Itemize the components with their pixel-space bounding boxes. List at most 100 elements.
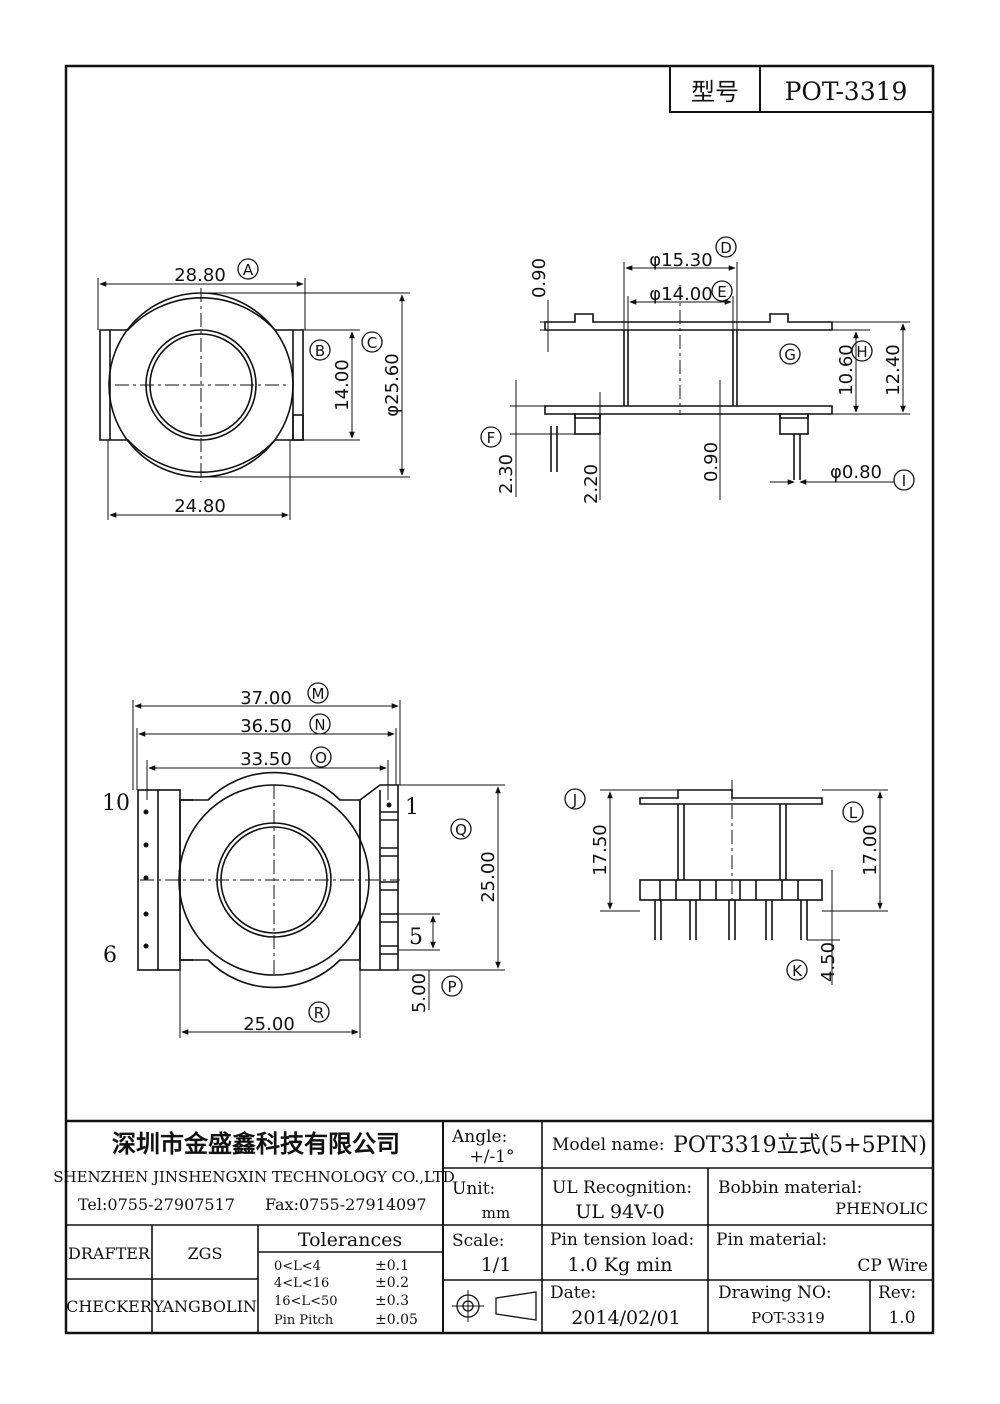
angle-label: Angle: [451, 1127, 507, 1147]
bobbin-label: Bobbin material: [718, 1178, 862, 1198]
tolerance-value: ±0.1 [375, 1258, 409, 1274]
dim-d-text: φ15.30 [649, 250, 712, 271]
callout-m: M [307, 682, 329, 704]
drafter-label: DRAFTER [68, 1244, 151, 1263]
callout-q: Q [450, 818, 472, 840]
pin-material-label: Pin material: [716, 1230, 827, 1250]
callout-e: E [711, 280, 733, 302]
svg-text:C: C [367, 334, 377, 352]
checker-label: CHECKER [66, 1297, 153, 1316]
model-box-label: 型号 [691, 78, 739, 106]
dim-j-text: 17.50 [590, 824, 611, 876]
unit-value: mm [482, 1204, 510, 1222]
tolerance-range: 0<L<4 [274, 1259, 321, 1274]
svg-text:N: N [314, 716, 325, 734]
bobbin-value: PHENOLIC [835, 1199, 928, 1218]
dim-o-text: 33.50 [240, 749, 292, 770]
company-fax: Fax:0755-27914097 [265, 1195, 427, 1214]
callout-c: C [361, 331, 383, 353]
tolerance-range: 4<L<16 [274, 1276, 329, 1291]
callout-b: B [309, 339, 331, 361]
model-name-value: POT3319立式(5+5PIN) [673, 1133, 927, 1158]
dim-l-text: 17.00 [860, 824, 881, 876]
svg-text:I: I [902, 472, 906, 490]
svg-text:E: E [717, 283, 726, 301]
dim-c-text: φ25.60 [382, 353, 403, 416]
checker-value: YANGBOLIN [152, 1297, 257, 1316]
svg-text:M: M [312, 685, 325, 703]
callout-k: K [786, 959, 808, 981]
callout-p: P [441, 975, 463, 997]
svg-text:J: J [572, 791, 577, 809]
pin-label-5: 5 [409, 925, 423, 950]
pin-material-value: CP Wire [857, 1256, 928, 1276]
dim-b-text: 14.00 [332, 359, 353, 411]
angle-value: +/-1° [469, 1147, 514, 1167]
top-view [97, 278, 410, 520]
company-name-cn: 深圳市金盛鑫科技有限公司 [112, 1130, 400, 1158]
ul-value: UL 94V-0 [575, 1201, 664, 1223]
svg-text:B: B [315, 342, 325, 360]
callout-a: A [237, 258, 259, 280]
tolerance-table: 0<L<4 ±0.1 4<L<16 ±0.2 16<L<50 ±0.3 Pin … [274, 1258, 418, 1328]
pin-tension-label: Pin tension load: [550, 1230, 694, 1250]
scale-value: 1/1 [481, 1254, 512, 1276]
svg-text:L: L [849, 804, 858, 822]
dim-p-text: 5.00 [409, 973, 430, 1013]
date-label: Date: [550, 1283, 596, 1303]
side-top-flange [544, 313, 833, 331]
callout-f: F [480, 426, 502, 448]
tolerances-title: Tolerances [298, 1229, 402, 1251]
sheet-border [64, 64, 935, 1335]
side-bottom-flange [544, 405, 833, 419]
company-tel: Tel:0755-27907517 [78, 1195, 235, 1214]
front-bottom-flange [639, 879, 823, 901]
svg-text:Q: Q [455, 821, 467, 839]
callout-i: I [893, 469, 915, 491]
tolerance-value: ±0.05 [375, 1312, 418, 1328]
tolerance-range: Pin Pitch [274, 1313, 334, 1328]
callout-r: R [308, 1001, 330, 1023]
rev-value: 1.0 [888, 1308, 915, 1328]
model-box: 型号 POT-3319 [669, 65, 934, 113]
dim-q-text: 25.00 [478, 851, 499, 903]
dim-flange-bottom-text: 0.90 [701, 442, 722, 482]
callout-g: G [779, 343, 801, 365]
dim-n-text: 36.50 [240, 716, 292, 737]
front-view [600, 780, 888, 985]
dim-flange-top-text: 0.90 [529, 258, 550, 298]
dim-g-text: 10.60 [836, 344, 857, 396]
rev-label: Rev: [878, 1283, 916, 1303]
pin-label-10: 10 [102, 791, 130, 816]
dim-e-text: φ14.00 [649, 284, 712, 305]
model-name-label: Model name: [552, 1135, 664, 1155]
bottom-pin-holes [143, 802, 392, 949]
side-view [510, 262, 910, 500]
bottom-right-pin-bar [359, 784, 399, 971]
callout-d: D [715, 236, 737, 258]
dim-i-text: φ0.80 [830, 462, 882, 483]
dim-r-text: 25.00 [243, 1014, 295, 1035]
dim-m-text: 37.00 [240, 688, 292, 709]
callout-h: H [851, 340, 873, 362]
tolerance-value: ±0.3 [375, 1293, 409, 1309]
model-box-value: POT-3319 [785, 77, 908, 106]
pin-label-6: 6 [103, 943, 117, 968]
title-block [66, 1119, 933, 1333]
svg-text:H: H [856, 343, 867, 361]
pin-label-1: 1 [405, 795, 419, 820]
dim-pin-offset-text: 2.20 [581, 464, 602, 504]
svg-text:F: F [487, 429, 496, 447]
unit-label: Unit: [452, 1179, 495, 1199]
pin-tension-value: 1.0 Kg min [568, 1254, 673, 1276]
svg-text:A: A [243, 261, 254, 279]
front-top-flange [639, 789, 823, 805]
scale-label: Scale: [452, 1231, 505, 1251]
company-name-en: SHENZHEN JINSHENGXIN TECHNOLOGY CO.,LTD [53, 1168, 455, 1186]
svg-text:R: R [314, 1004, 324, 1022]
dim-a-text: 28.80 [174, 265, 226, 286]
tolerance-range: 16<L<50 [274, 1294, 338, 1309]
callout-j: J [564, 788, 586, 810]
bottom-view [132, 700, 505, 1038]
